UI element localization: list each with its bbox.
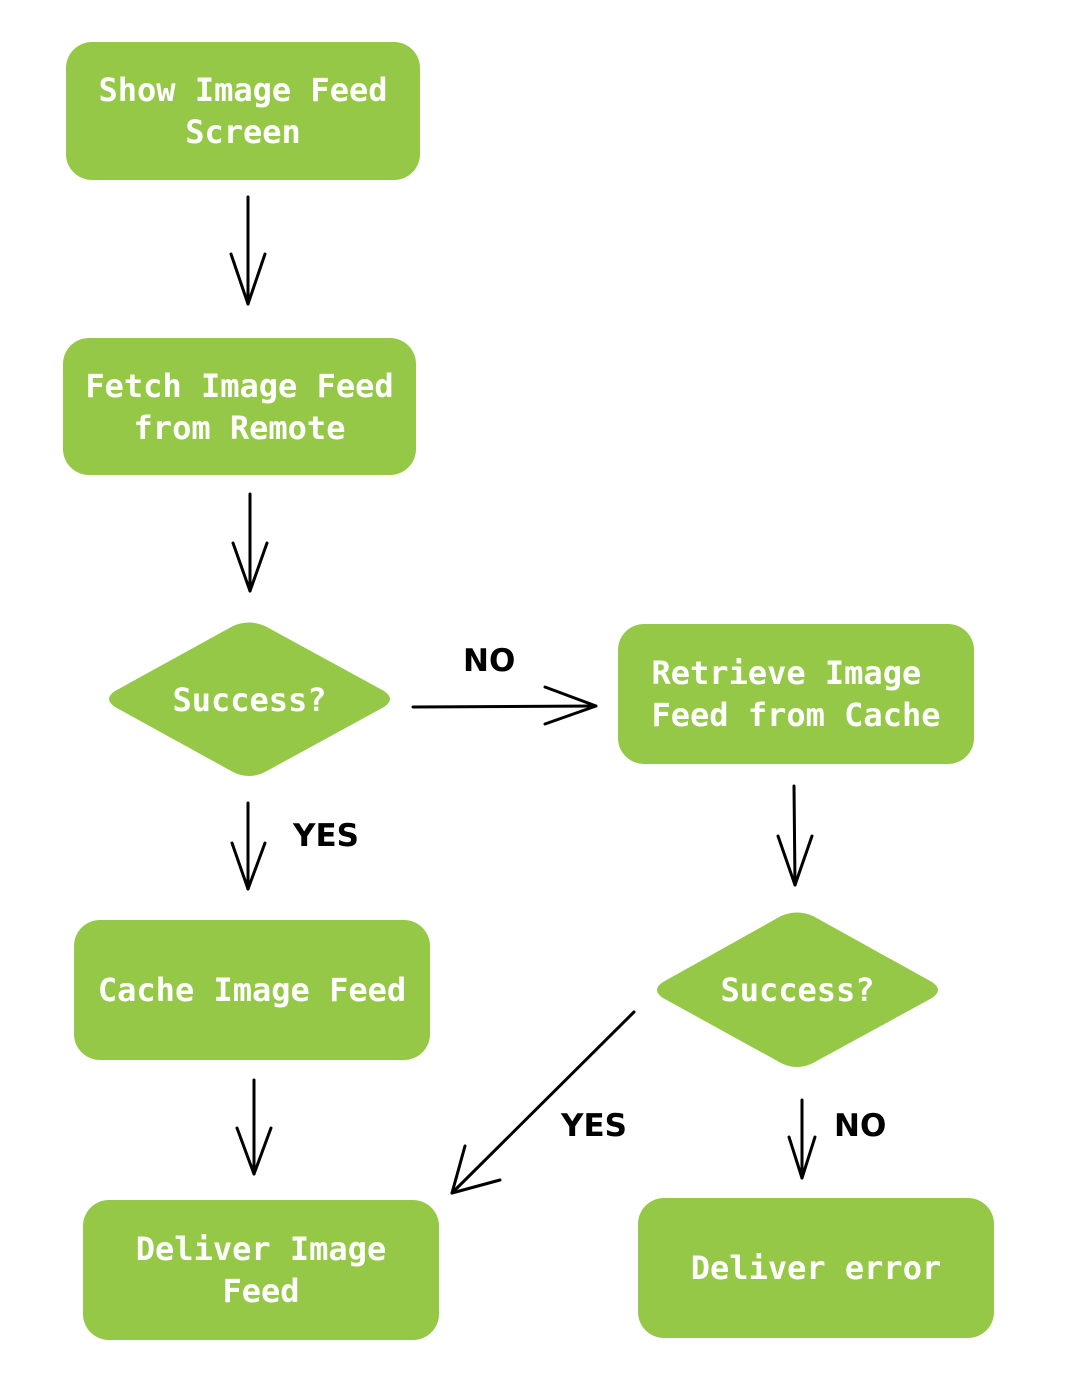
node-deliver-error: Deliver error bbox=[638, 1198, 994, 1338]
node-cache-image-feed: Cache Image Feed bbox=[74, 920, 430, 1060]
arrow-fetch-to-decision bbox=[231, 492, 269, 593]
diamond-shape bbox=[109, 622, 390, 776]
arrow-show-to-fetch bbox=[229, 195, 267, 306]
arrow-cache-yes-to-deliver bbox=[450, 1010, 636, 1195]
node-label: Deliver Image Feed bbox=[135, 1230, 387, 1310]
decision-label: Success? bbox=[172, 680, 327, 719]
decision-remote-success: Success? bbox=[103, 621, 396, 778]
diamond-shape bbox=[657, 912, 938, 1067]
node-retrieve-cache: Retrieve Image Feed from Cache bbox=[618, 624, 974, 764]
edge-label-remote-yes: YES bbox=[293, 818, 359, 854]
node-label: Cache Image Feed bbox=[97, 971, 407, 1009]
arrow-decision-no-to-cache bbox=[411, 685, 598, 726]
node-deliver-image-feed: Deliver Image Feed bbox=[83, 1200, 439, 1340]
arrow-decision-yes-to-cache-feed bbox=[230, 801, 267, 891]
node-label: Show Image Feed Screen bbox=[98, 71, 388, 151]
node-label: Fetch Image Feed from Remote bbox=[85, 366, 394, 447]
node-show-image-feed: Show Image Feed Screen bbox=[66, 42, 420, 180]
edge-label-cache-no: NO bbox=[834, 1108, 887, 1144]
node-label: Retrieve Image Feed from Cache bbox=[651, 654, 941, 734]
node-fetch-remote: Fetch Image Feed from Remote bbox=[63, 338, 416, 475]
decision-label: Success? bbox=[720, 971, 875, 1009]
decision-cache-success: Success? bbox=[651, 911, 944, 1069]
node-label: Deliver error bbox=[690, 1249, 942, 1287]
edge-label-cache-yes: YES bbox=[561, 1108, 627, 1144]
arrow-retrieve-to-decision bbox=[776, 784, 814, 887]
arrow-cache-no-to-error bbox=[787, 1098, 817, 1180]
edge-label-remote-no: NO bbox=[463, 643, 516, 679]
arrow-cachefeed-to-deliver bbox=[235, 1078, 273, 1176]
